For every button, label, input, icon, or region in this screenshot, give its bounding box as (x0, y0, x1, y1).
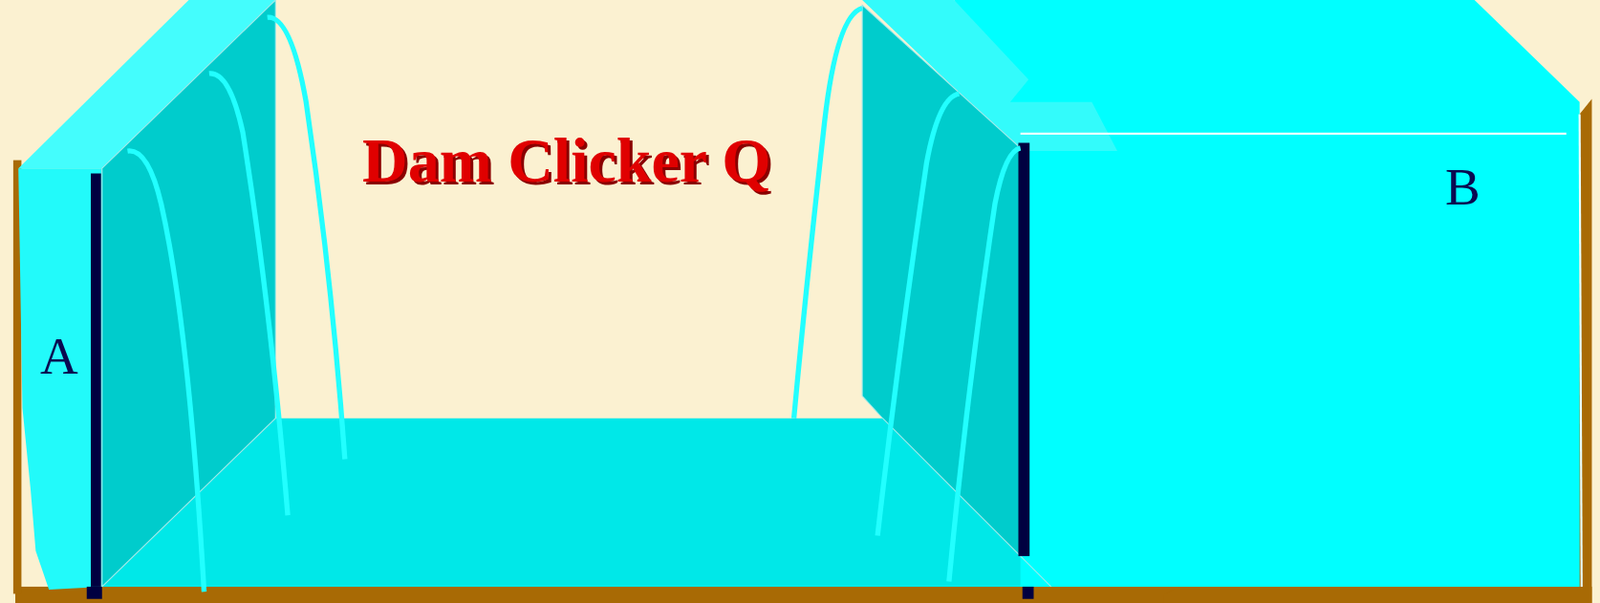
wall-base (86, 586, 103, 600)
water-jets (127, 8, 1020, 593)
dam-wall (1017, 142, 1030, 556)
wall-base (1022, 586, 1035, 600)
reservoir-label: A (40, 329, 79, 383)
dam-wall (90, 173, 102, 587)
bank-line (1579, 114, 1582, 587)
water-level (1020, 132, 1567, 135)
title: Dam Clicker Q (362, 129, 772, 193)
reservoir-b (953, 0, 1579, 587)
reservoir-label: B (1445, 160, 1481, 214)
dam-face (102, 0, 276, 587)
dam-face (862, 4, 1052, 587)
reservoir-a (18, 168, 103, 590)
